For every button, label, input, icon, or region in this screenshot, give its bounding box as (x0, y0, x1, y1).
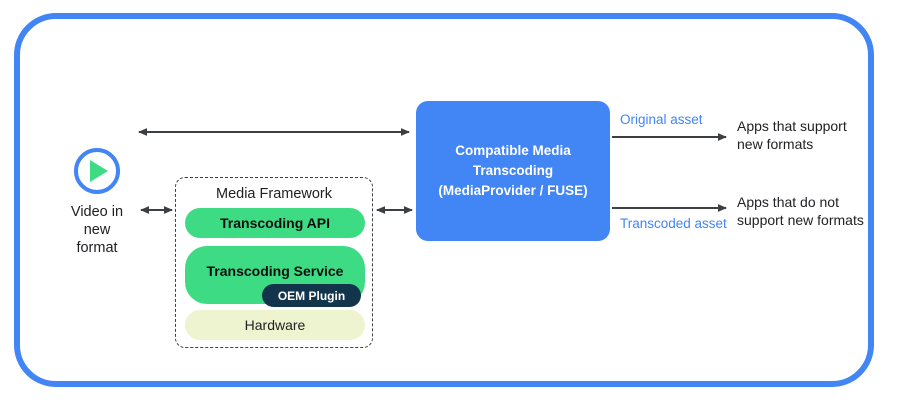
media-framework-title: Media Framework (215, 186, 333, 202)
apps-nosupport-line2: support new formats (737, 212, 864, 228)
compatible-media-transcoding-box: Compatible Media Transcoding (MediaProvi… (416, 101, 610, 241)
cmt-line2: Transcoding (472, 163, 554, 178)
video-source-caption-line3: format (76, 240, 118, 256)
video-source-caption: Video in new format (42, 203, 152, 257)
hardware-label: Hardware (244, 317, 306, 333)
apps-nosupport-line1: Apps that do not (737, 194, 839, 210)
oem-plugin-label: OEM Plugin (277, 288, 346, 303)
cmt-line3: (MediaProvider / FUSE) (438, 183, 588, 198)
original-asset-label: Original asset (620, 112, 703, 127)
transcoded-asset-label: Transcoded asset (620, 216, 727, 231)
cmt-line1: Compatible Media (455, 143, 571, 158)
transcoding-api-label: Transcoding API (220, 215, 330, 231)
video-source-caption-line1: Video in (70, 204, 124, 220)
apps-support-line1: Apps that support (737, 118, 847, 134)
media-framework-group: Media Framework Transcoding API Transcod… (175, 177, 373, 348)
play-triangle-icon (90, 160, 108, 182)
oem-plugin-badge: OEM Plugin (262, 284, 361, 307)
apps-support-line2: new formats (737, 136, 814, 152)
apps-no-support-new-formats-label: Apps that do not support new formats (737, 193, 864, 229)
transcoding-api-box: Transcoding API (185, 208, 365, 238)
outer-frame-border (14, 13, 874, 387)
hardware-box: Hardware (185, 310, 365, 340)
video-source-node: Video in new format (42, 148, 152, 257)
video-source-caption-line2: new (83, 222, 111, 238)
apps-support-new-formats-label: Apps that support new formats (737, 117, 847, 153)
transcoding-service-label: Transcoding Service (206, 263, 344, 279)
play-circle-icon (74, 148, 120, 194)
